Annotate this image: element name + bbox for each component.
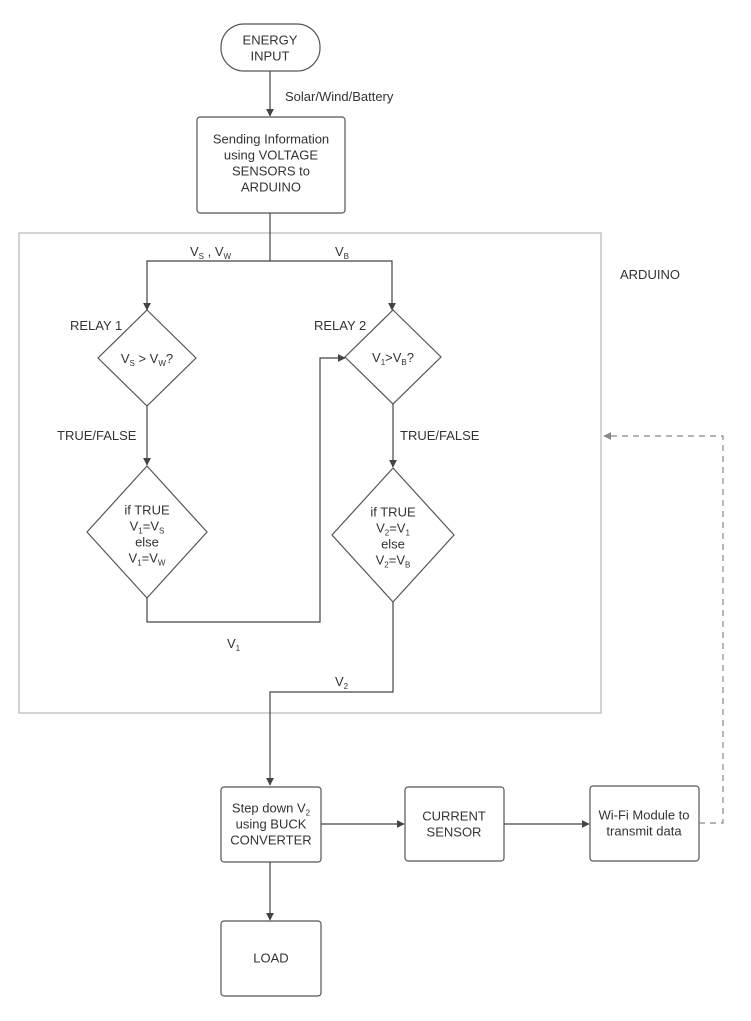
rich-segment: B bbox=[405, 561, 410, 570]
rich-segment: W bbox=[224, 252, 232, 261]
rich-segment: V bbox=[227, 636, 236, 651]
vb-label: VB​ bbox=[335, 244, 349, 261]
rich-segment: W bbox=[158, 359, 166, 368]
rich-segment: V bbox=[376, 521, 385, 536]
rich-segment: 1 bbox=[381, 358, 386, 367]
text-line: else bbox=[381, 537, 405, 552]
rich-segment: V bbox=[190, 244, 199, 259]
text-line: if TRUE bbox=[370, 505, 416, 520]
rich-segment: , V bbox=[204, 244, 224, 259]
sending-info-node bbox=[196, 116, 346, 214]
rich-segment: B bbox=[401, 358, 406, 367]
load-text: LOAD bbox=[253, 951, 288, 966]
rich-segment: W bbox=[158, 559, 166, 568]
true-false-2-label: TRUE/FALSE bbox=[400, 428, 480, 443]
text-line: SENSORS to bbox=[232, 164, 310, 179]
text-line: INPUT bbox=[251, 49, 290, 64]
rich-segment: ? bbox=[166, 351, 173, 366]
rich-segment: V bbox=[130, 519, 139, 534]
rich-segment: B bbox=[344, 252, 349, 261]
text-line: using VOLTAGE bbox=[224, 148, 318, 163]
v1-label: V1​ bbox=[227, 636, 241, 653]
rich-segment: =V bbox=[389, 521, 406, 536]
relay1-label: RELAY 1 bbox=[70, 318, 122, 333]
rich-segment: 1 bbox=[405, 529, 410, 538]
text-line: Wi-Fi Module to bbox=[598, 808, 689, 823]
rich-segment: Step down V bbox=[232, 801, 306, 816]
rich-segment: V bbox=[335, 244, 344, 259]
text-line: CURRENT bbox=[422, 809, 486, 824]
rich-segment: if TRUE bbox=[370, 505, 416, 520]
rich-segment: =V bbox=[143, 519, 160, 534]
rich-segment: 2 bbox=[344, 682, 349, 691]
text-line: ARDUINO bbox=[241, 180, 301, 195]
rich-segment: S bbox=[159, 527, 164, 536]
relay2-question: V1​>VB​? bbox=[372, 350, 414, 367]
rich-segment: 2 bbox=[384, 561, 389, 570]
text-line: LOAD bbox=[253, 951, 288, 966]
rich-segment: S bbox=[199, 252, 204, 261]
rich-segment: 1 bbox=[236, 644, 241, 653]
energy-input-node bbox=[220, 23, 321, 72]
rich-segment: if TRUE bbox=[124, 503, 170, 518]
rich-segment: ? bbox=[407, 350, 414, 365]
rich-segment: CONVERTER bbox=[230, 833, 311, 848]
arduino-group-label: ARDUINO bbox=[620, 267, 680, 282]
text-line: transmit data bbox=[606, 824, 682, 839]
text-line: CONVERTER bbox=[230, 833, 311, 848]
edge-v2-to-stepdown bbox=[266, 602, 394, 786]
text-line: ENERGY bbox=[243, 33, 298, 48]
rich-segment: V bbox=[376, 553, 385, 568]
vs-vw-label: VS​ , VW​ bbox=[190, 244, 232, 261]
edge-wifi-feedback-to-arduino bbox=[603, 432, 724, 824]
rich-segment: V bbox=[335, 674, 344, 689]
rich-segment: else bbox=[381, 537, 405, 552]
rich-segment: V bbox=[372, 350, 381, 365]
source-label: Solar/Wind/Battery bbox=[285, 89, 394, 104]
text-line: if TRUE bbox=[124, 503, 170, 518]
relay1-question: VS​ > VW​? bbox=[121, 351, 173, 368]
rich-segment: V bbox=[129, 551, 138, 566]
text-line: V2​=V1​ bbox=[376, 521, 410, 538]
text-line: else bbox=[135, 535, 159, 550]
rich-segment: V bbox=[121, 351, 130, 366]
rich-segment: =V bbox=[389, 553, 406, 568]
edge-v1-to-relay2 bbox=[146, 354, 346, 623]
load-node bbox=[220, 920, 322, 997]
rich-segment: 2 bbox=[306, 809, 311, 818]
v2-label: V2​ bbox=[335, 674, 349, 691]
text-line: V1​=VW​ bbox=[129, 551, 166, 568]
text-line: Step down V2​ bbox=[232, 801, 311, 818]
arduino-group-frame bbox=[18, 232, 602, 714]
rich-segment: 2 bbox=[385, 529, 390, 538]
relay2-label: RELAY 2 bbox=[314, 318, 366, 333]
rich-segment: 1 bbox=[137, 559, 142, 568]
text-line: Sending Information bbox=[213, 132, 329, 147]
true-false-1-label: TRUE/FALSE bbox=[57, 428, 137, 443]
rich-segment: =V bbox=[142, 551, 159, 566]
text-line: using BUCK bbox=[236, 817, 307, 832]
rich-segment: > V bbox=[135, 351, 159, 366]
text-line: V2​=VB​ bbox=[376, 553, 411, 570]
rich-segment: 1 bbox=[138, 527, 143, 536]
edge-to-relay1 bbox=[143, 260, 270, 311]
rich-segment: >V bbox=[385, 350, 402, 365]
rich-segment: using BUCK bbox=[236, 817, 307, 832]
rich-segment: else bbox=[135, 535, 159, 550]
text-line: V1​=VS​ bbox=[130, 519, 165, 536]
rich-segment: S bbox=[130, 359, 135, 368]
text-line: SENSOR bbox=[427, 825, 482, 840]
edge-to-relay2 bbox=[270, 260, 396, 311]
